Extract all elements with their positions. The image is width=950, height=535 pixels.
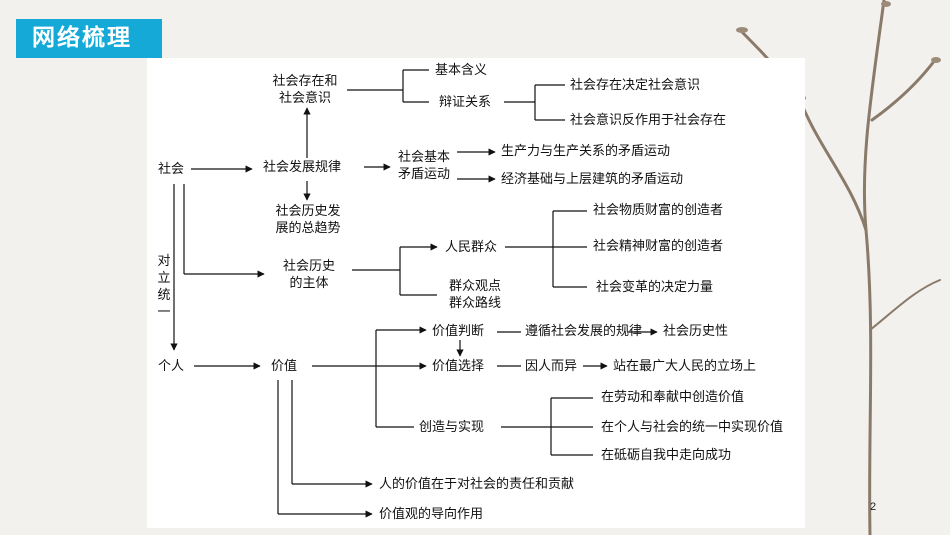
- concept-map: 社会 对立统一 个人 社会存在和 社会意识 基本含义 辩证关系 社会存在决定社会…: [147, 58, 805, 528]
- node-historical-subject: 社会历史 的主体: [269, 258, 349, 292]
- trend-line-2: 展的总趋势: [275, 221, 341, 236]
- node-economic-base: 经济基础与上层建筑的矛盾运动: [501, 172, 684, 187]
- node-decisive-force: 社会变革的决定力量: [596, 280, 714, 295]
- node-value-guidance: 价值观的导向作用: [379, 507, 484, 522]
- node-stand-people: 站在最广大人民的立场上: [613, 359, 757, 374]
- node-dialectical-relation: 辩证关系: [439, 95, 492, 110]
- node-labor-dedication: 在劳动和奉献中创造价值: [601, 390, 745, 405]
- node-value-choice: 价值选择: [432, 359, 485, 374]
- node-social-law: 社会发展规律: [263, 160, 342, 175]
- node-create-realize: 创造与实现: [419, 420, 485, 435]
- unity-text: 对立统一: [157, 254, 171, 320]
- mass-line-2: 群众路线: [448, 296, 501, 311]
- subject-line-2: 的主体: [289, 276, 329, 291]
- node-value-judgment: 价值判断: [432, 324, 485, 339]
- node-productive-forces: 生产力与生产关系的矛盾运动: [501, 144, 671, 159]
- node-existence-determines: 社会存在决定社会意识: [570, 78, 701, 93]
- node-the-people: 人民群众: [445, 240, 498, 255]
- node-society: 社会: [158, 162, 185, 177]
- existence-line-1: 社会存在和: [272, 74, 338, 89]
- connector-lines: [170, 69, 658, 518]
- existence-line-2: 社会意识: [278, 91, 331, 106]
- subject-line-1: 社会历史: [282, 259, 335, 274]
- node-varies: 因人而异: [525, 359, 578, 374]
- node-value-responsibility: 人的价值在于对社会的责任和贡献: [379, 477, 575, 492]
- node-consciousness-reacts: 社会意识反作用于社会存在: [570, 113, 727, 128]
- node-spiritual-wealth: 社会精神财富的创造者: [593, 239, 724, 254]
- node-individual: 个人: [158, 359, 185, 374]
- node-value: 价值: [271, 359, 298, 374]
- node-existence-consciousness: 社会存在和 社会意识: [265, 73, 345, 107]
- mass-line-1: 群众观点: [448, 279, 501, 294]
- contradiction-line-1: 社会基本: [397, 150, 450, 165]
- node-unity-realize: 在个人与社会的统一中实现价值: [601, 420, 784, 435]
- node-basic-contradiction: 社会基本 矛盾运动: [393, 149, 455, 183]
- node-self-success: 在砥砺自我中走向成功: [601, 448, 732, 463]
- node-mass-viewpoint: 群众观点 群众路线: [440, 278, 510, 312]
- node-basic-meaning: 基本含义: [435, 63, 488, 78]
- node-social-history: 社会历史性: [663, 324, 729, 339]
- contradiction-line-2: 矛盾运动: [397, 167, 450, 182]
- node-follow-law: 遵循社会发展的规律: [525, 324, 643, 339]
- node-material-wealth: 社会物质财富的创造者: [593, 203, 724, 218]
- section-title: 网络梳理: [16, 19, 162, 58]
- trend-line-1: 社会历史发: [275, 204, 341, 219]
- page-number: 2: [870, 501, 877, 513]
- node-general-trend: 社会历史发 展的总趋势: [263, 203, 353, 237]
- label-unity: 对立统一: [157, 253, 173, 321]
